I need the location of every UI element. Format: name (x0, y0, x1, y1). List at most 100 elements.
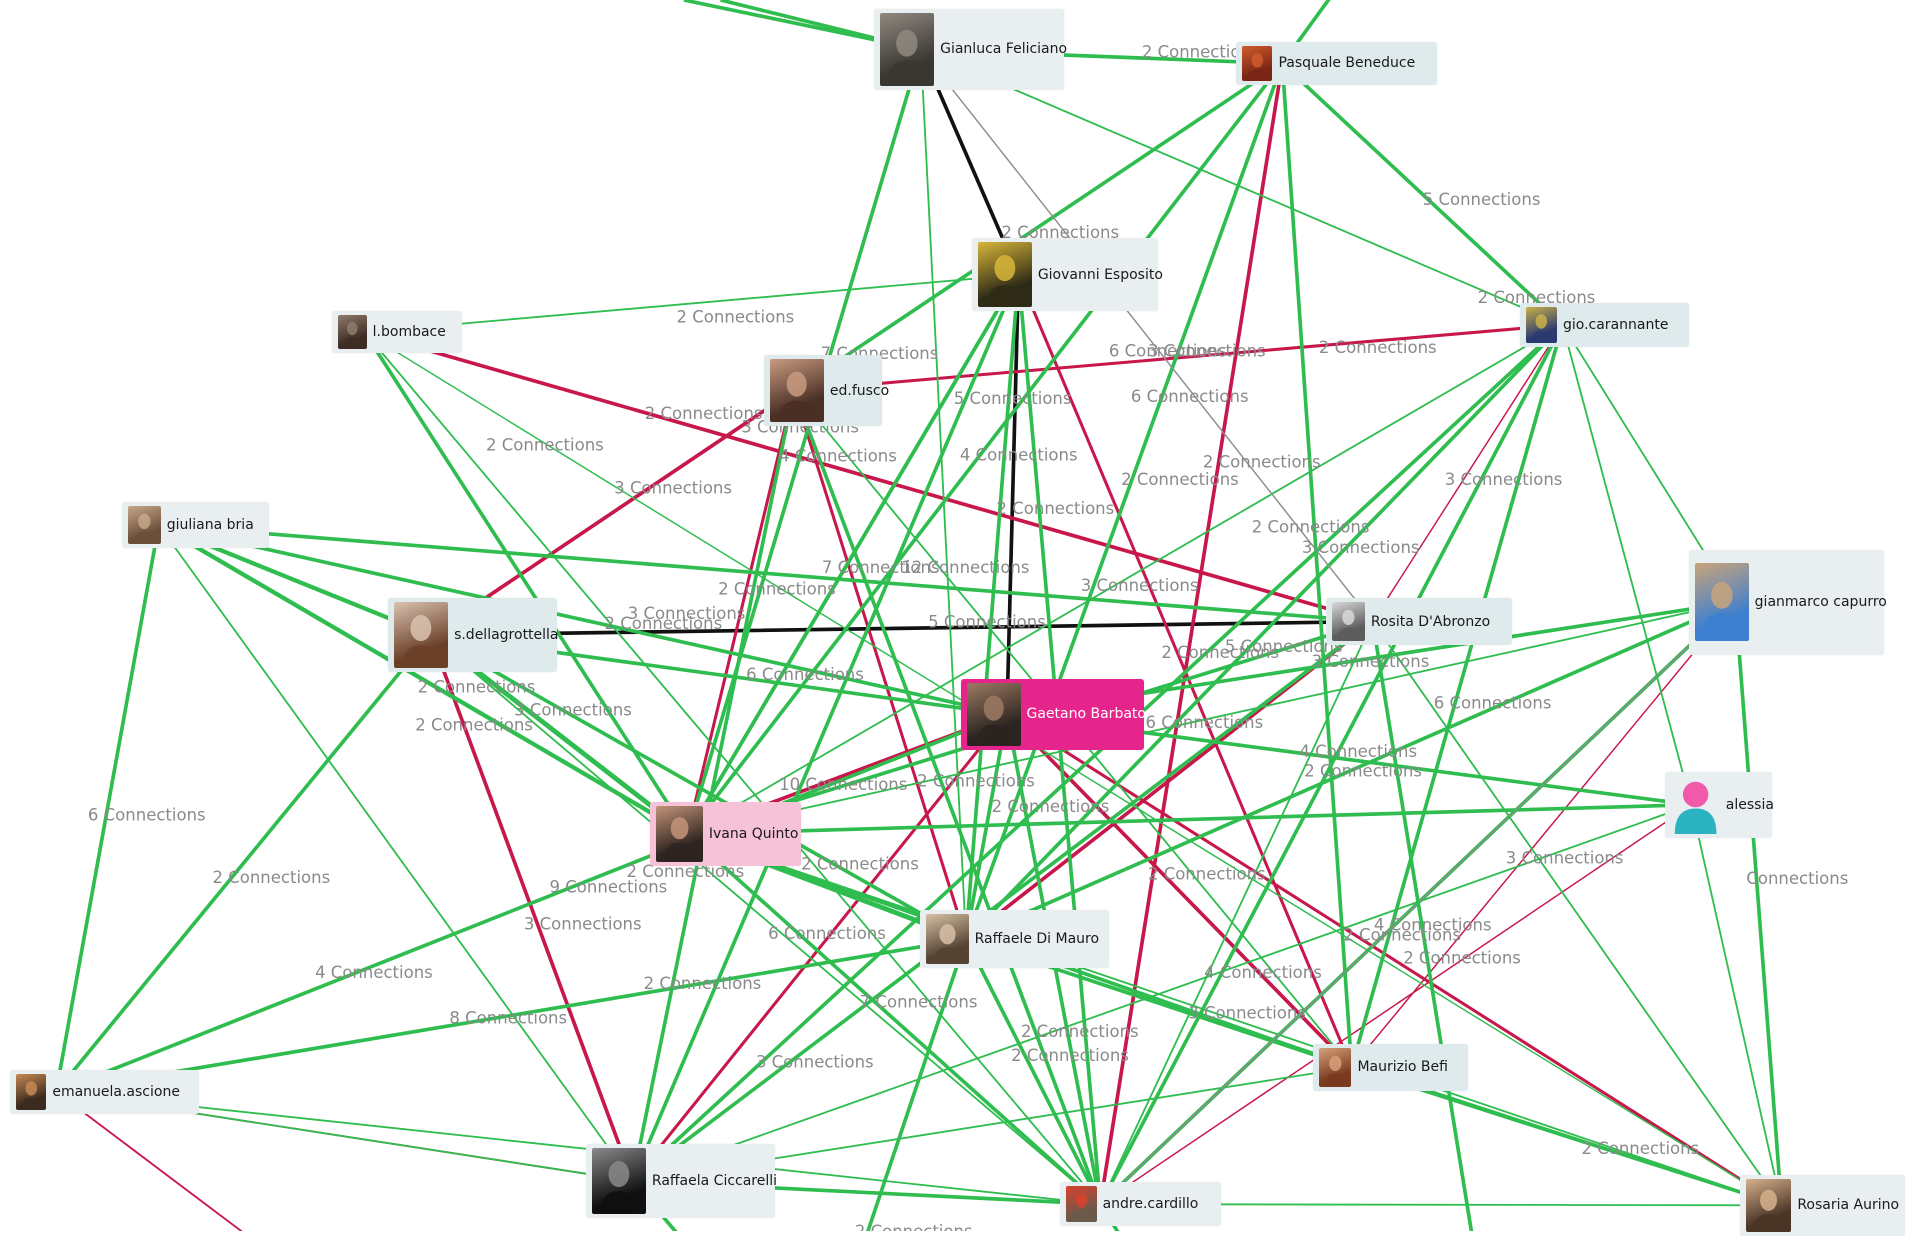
edge-label: 3 Connections (1081, 576, 1199, 595)
node-gianmarco[interactable]: gianmarco capurro (1688, 549, 1887, 655)
edge-label: 3 Connections (1302, 538, 1420, 557)
edge-gio-rosita (1371, 324, 1564, 623)
edge-label: 2 Connections (212, 868, 330, 887)
edge-label: 4 Connections (779, 447, 897, 466)
edge-emanuela-andre (55, 1090, 1102, 1206)
node-label: gio.carannante (1562, 316, 1669, 333)
node-rosaria[interactable]: Rosaria Aurino (1740, 1174, 1906, 1236)
edge-sdella-raffaela (428, 633, 635, 1183)
edge-label: 2 Connections (415, 715, 533, 734)
edge-gianluca-raffaele (919, 48, 967, 941)
edge-label: 2 Connections (1304, 762, 1422, 781)
edge-label: 2 Connections (1319, 338, 1437, 357)
node-maurizio[interactable]: Maurizio Befi (1312, 1044, 1468, 1091)
edge-label: 2 Connections (677, 307, 795, 326)
edge-rosita-andre (1099, 620, 1374, 1206)
edge-edfusco-andre (791, 388, 1103, 1206)
node-edfusco[interactable]: ed.fusco (764, 355, 889, 427)
edge-giovanni-raffaele (964, 272, 1021, 941)
node-gio[interactable]: gio.carannante (1520, 302, 1689, 347)
node-sdella[interactable]: s.dellagrottella (388, 598, 559, 672)
node-giovanni[interactable]: Giovanni Esposito (972, 238, 1163, 312)
edge-gianluca-ivana (685, 47, 923, 836)
edge-gianmarco-ivana (686, 601, 1737, 836)
edge-gaetano-rosaria (1005, 712, 1783, 1207)
edge-sdella-rosita (428, 619, 1375, 637)
edge-label: Connections (1746, 869, 1848, 888)
node-raffaele[interactable]: Raffaele Di Mauro (919, 909, 1109, 969)
edge-label: 2 Connections (644, 974, 762, 993)
node-label: Gianluca Feliciano (940, 41, 1068, 58)
avatar-photo-icon (1066, 1186, 1097, 1223)
node-ivana[interactable]: Ivana Quinto (649, 802, 802, 866)
avatar-photo-icon (770, 359, 824, 423)
node-gianluca[interactable]: Gianluca Feliciano (874, 8, 1067, 91)
edge-sdella-raffaele (428, 633, 968, 941)
node-rosita[interactable]: Rosita D'Abronzo (1326, 598, 1512, 645)
edge-label: 4 Connections (960, 445, 1078, 464)
edge-label: 6 Connections (746, 665, 864, 684)
node-label: Pasquale Beneduce (1278, 55, 1416, 72)
node-andre[interactable]: andre.cardillo (1060, 1182, 1222, 1227)
edge-gio-raffaela (630, 323, 1565, 1183)
edge-label: 2 Connections (1021, 1022, 1139, 1041)
avatar-photo-icon (1318, 1048, 1352, 1087)
edge-label: 9 Connections (550, 878, 668, 897)
edge-giovanni-gaetano (1005, 272, 1021, 717)
edge-pasquale-edfusco (791, 61, 1285, 393)
edge-label: 5 Connections (928, 613, 1046, 632)
node-label: Rosaria Aurino (1797, 1197, 1900, 1214)
edge-label: 10 Connections (779, 775, 907, 794)
node-label: Gaetano Barbato (1026, 706, 1146, 723)
edge-sdella-emanuela (54, 633, 433, 1094)
node-pasquale[interactable]: Pasquale Beneduce (1235, 41, 1438, 86)
default-user-icon (1671, 776, 1720, 834)
edge-label: 6 Connections (1146, 713, 1264, 732)
edge-pasquale-raffaele (964, 61, 1285, 941)
edge-alessia-andre (1099, 804, 1693, 1205)
node-gaetano[interactable]: Gaetano Barbato (961, 679, 1146, 750)
edge-label: 3 Connections (1188, 1004, 1306, 1023)
edge-giuliana-emanuela (54, 523, 161, 1094)
avatar-photo-icon (978, 242, 1032, 308)
edge-label: 2 Connections (997, 499, 1115, 518)
edge-label: 5 Connections (1423, 190, 1541, 209)
edge-label: 2 Connections (645, 404, 763, 423)
node-lbombace[interactable]: l.bombace (332, 311, 462, 353)
edge-label: 2 Connections (1252, 517, 1370, 536)
edge-offscreen-emanuela (55, 1091, 243, 1231)
edge-label: 2 Connections (801, 855, 919, 874)
edge-giuliana-raffaela (157, 524, 634, 1182)
edge-label: 4 Connections (315, 963, 433, 982)
edge-giuliana-gaetano (156, 523, 1009, 717)
edge-label: 6 Connections (1434, 693, 1552, 712)
edge-label: 2 Connections (486, 436, 604, 455)
node-label: emanuela.ascione (52, 1083, 180, 1100)
node-emanuela[interactable]: emanuela.ascione (9, 1069, 200, 1114)
edge-label: 5 Connections (1225, 637, 1343, 656)
edge-ivana-giovanni (685, 272, 1021, 836)
edge-rosita-raffaela (630, 619, 1375, 1183)
node-raffaela[interactable]: Raffaela Ciccarelli (586, 1144, 777, 1218)
edge-raffaele-andre (964, 937, 1103, 1206)
edge-label: 2 Connections (418, 677, 536, 696)
edge-offscreen-rosita (1370, 621, 1474, 1231)
edge-pasquale-ivana (685, 61, 1285, 836)
avatar-photo-icon (925, 913, 969, 965)
edge-ivana-edfusco (686, 389, 796, 836)
edge-label: 3 Connections (756, 1052, 874, 1071)
edge-giuliana-rosita (156, 523, 1375, 624)
node-alessia[interactable]: alessia (1664, 771, 1774, 838)
edge-label: 12 Connections (901, 558, 1029, 577)
edge-label: 2 Connections (1478, 288, 1596, 307)
edge-gianluca-gio (919, 48, 1564, 326)
node-giuliana[interactable]: giuliana bria (122, 501, 269, 549)
edge-giuliana-ivana (156, 522, 690, 837)
edge-gaetano-maurizio (1005, 712, 1354, 1070)
edge-pasquale-maurizio (1280, 61, 1354, 1070)
node-label: Maurizio Befi (1357, 1059, 1448, 1076)
edge-edfusco-raffaele (792, 389, 968, 941)
node-label: l.bombace (372, 324, 446, 341)
edge-giovanni-raffaela (630, 272, 1021, 1183)
